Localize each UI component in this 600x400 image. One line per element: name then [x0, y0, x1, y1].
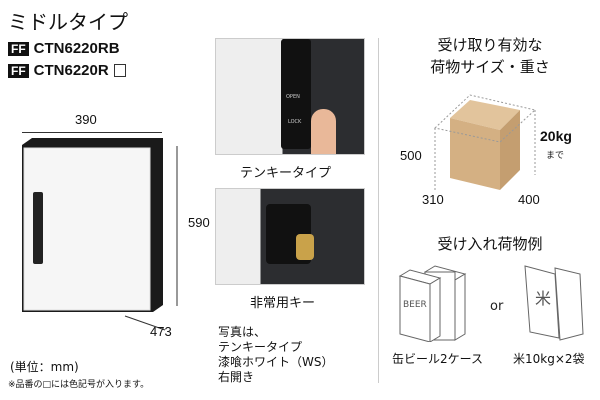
- photo-caption: 写真は、 テンキータイプ 漆喰ホワイト（WS） 右開き: [218, 325, 333, 385]
- beer-label: 缶ビール2ケース: [392, 352, 484, 366]
- emergency-key-label: 非常用キー: [250, 296, 316, 311]
- height-label: 590: [188, 215, 210, 230]
- size-title-line: 受け取り有効な: [437, 36, 543, 54]
- cabinet-drawing: [22, 138, 178, 331]
- color-note: ※品番の□には色記号が入ります。: [8, 380, 150, 390]
- examples-title: 受け入れ荷物例: [437, 235, 543, 253]
- box-depth-label: 310: [422, 192, 444, 207]
- rice-bag-icon: [524, 265, 584, 341]
- width-label: 390: [75, 112, 97, 127]
- caption-line: 右開き: [218, 370, 255, 384]
- model-row: FF CTN6220R: [8, 62, 126, 79]
- box-height-label: 500: [400, 148, 422, 163]
- keypad-lock-text: LOCK: [288, 119, 302, 125]
- width-line: [22, 132, 162, 133]
- keypad: [33, 192, 43, 264]
- keypad-open-text: OPEN: [286, 94, 300, 100]
- model-code: CTN6220R: [33, 62, 109, 79]
- rice-print: 米: [535, 289, 551, 308]
- caption-line: テンキータイプ: [218, 340, 303, 354]
- beer-print: BEER: [403, 300, 427, 310]
- size-title-line: 荷物サイズ・重さ: [430, 58, 550, 76]
- example-icons: BEER or 米: [398, 265, 584, 342]
- caption-line: 漆喰ホワイト（WS）: [218, 355, 334, 369]
- package-box-drawing: [433, 94, 537, 190]
- weight-label: 20kg: [540, 128, 572, 144]
- color-code-box: [113, 64, 126, 77]
- divider: [378, 38, 379, 383]
- depth-label: 473: [150, 324, 172, 339]
- unit-note: (単位：mm): [10, 360, 79, 374]
- ff-badge: FF: [8, 63, 29, 78]
- size-title: 受け取り有効な 荷物サイズ・重さ: [390, 34, 590, 78]
- keypad-photo: OPEN LOCK: [215, 38, 365, 155]
- model-code: CTN6220RB: [33, 40, 120, 57]
- box-width-label: 400: [518, 192, 540, 207]
- keypad-photo-label: テンキータイプ: [240, 166, 332, 181]
- caption-line: 写真は、: [218, 325, 267, 339]
- rice-label: 米10kg×2袋: [513, 352, 585, 366]
- page-title: ミドルタイプ: [8, 10, 128, 34]
- weight-suffix: まで: [546, 151, 565, 161]
- emergency-key-photo: [215, 188, 365, 285]
- ff-badge: FF: [8, 41, 29, 56]
- or-text: or: [490, 299, 504, 314]
- beer-case-icon: [398, 265, 467, 342]
- model-row: FF CTN6220RB: [8, 40, 120, 57]
